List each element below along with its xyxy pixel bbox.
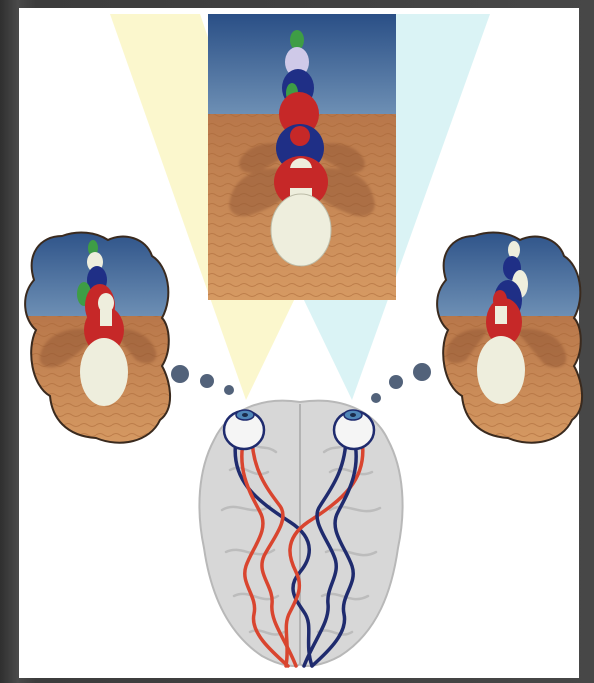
- bowling-pin-scene: [208, 14, 396, 300]
- right-dots: [371, 363, 431, 403]
- left-eye-view: [20, 226, 180, 446]
- right-eye-icon: [334, 410, 374, 449]
- right-eye-view: [432, 226, 592, 446]
- left-dots: [171, 365, 234, 395]
- left-eye-icon: [224, 410, 264, 449]
